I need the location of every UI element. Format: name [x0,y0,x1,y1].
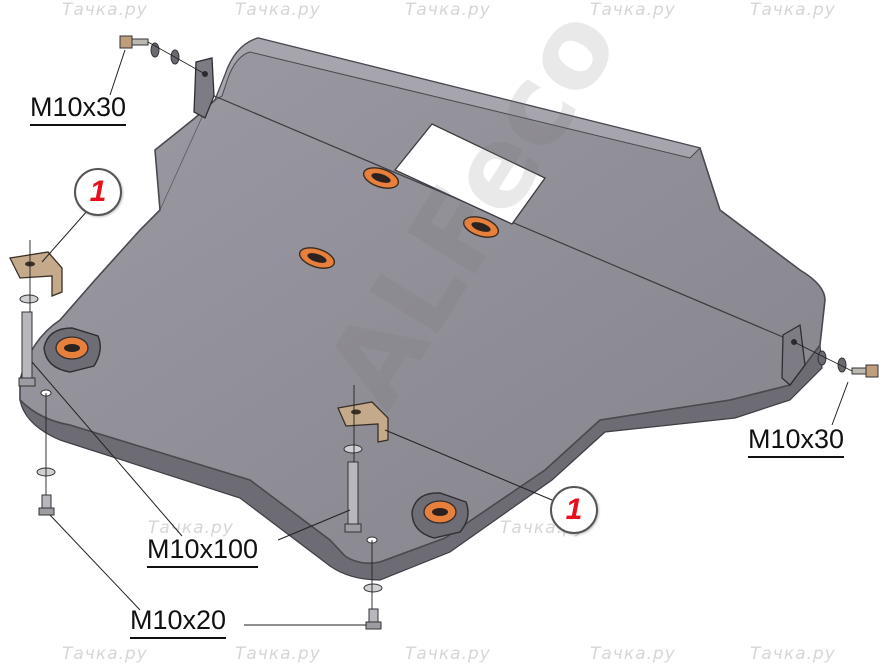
washer [343,444,363,454]
drain-hole [462,216,500,238]
label-underline [30,124,127,126]
skid-plate [19,37,826,564]
bolt-label-text: M10x20 [130,605,227,635]
washer [19,294,39,304]
leader-line [109,49,126,96]
callout-bracket-center: 1 [550,486,598,534]
short-bolt [38,494,55,516]
leader-line [277,509,351,541]
callout-number: 1 [565,493,583,526]
plate-cutout [393,123,546,225]
leader-line [49,514,141,611]
label-underline [748,456,845,458]
bolt-label-long: M10x100 [147,534,259,568]
leader-line [831,381,849,426]
bolt-assembly-right [817,350,879,378]
watermark-text: Тачка.ру [62,644,148,664]
leader-line [41,209,89,263]
watermark-text: Тачка.ру [590,0,676,20]
watermark-text: Тачка.ру [62,0,148,20]
side-bracket-right [781,323,806,386]
short-bolt [365,608,382,630]
assembly-axis [793,341,853,372]
mount-pad [43,327,101,373]
bolt-label-text: M10x30 [748,424,845,454]
watermark-text: Тачка.ру [235,0,321,20]
leader-line [384,429,553,501]
bolt-label-short: M10x20 [130,605,227,639]
watermark-text: Тачка.ру [750,0,836,20]
watermark-text: Тачка.ру [750,644,836,664]
callout-bracket-left: 1 [74,168,122,216]
label-underline [130,637,227,639]
long-bolt [18,311,36,387]
watermark-text: Тачка.ру [405,0,491,20]
washer [363,583,383,593]
plate-rear-flange [214,37,701,159]
mounting-bracket [9,251,63,297]
bolt-label-right: M10x30 [748,424,845,458]
watermark-text: Тачка.ру [148,518,234,538]
callout-number: 1 [89,175,107,208]
watermark-text: Тачка.ру [405,644,491,664]
long-bolt [344,461,362,533]
assembly-axis [147,41,206,75]
mounting-bracket [337,401,389,443]
watermark-text: Тачка.ру [590,644,676,664]
drain-hole [362,167,400,189]
leader-line [31,361,183,537]
bolt-label-text: M10x100 [147,534,259,564]
rear-bracket-left [193,57,215,119]
watermark-text: Тачка.ру [235,644,321,664]
bolt-label-text: M10x30 [30,92,127,122]
label-underline [147,566,259,568]
bolt-label-top-left: M10x30 [30,92,127,126]
drain-hole [298,247,336,269]
mount-pad [411,492,469,539]
bolt-assembly-top-left [119,35,180,65]
